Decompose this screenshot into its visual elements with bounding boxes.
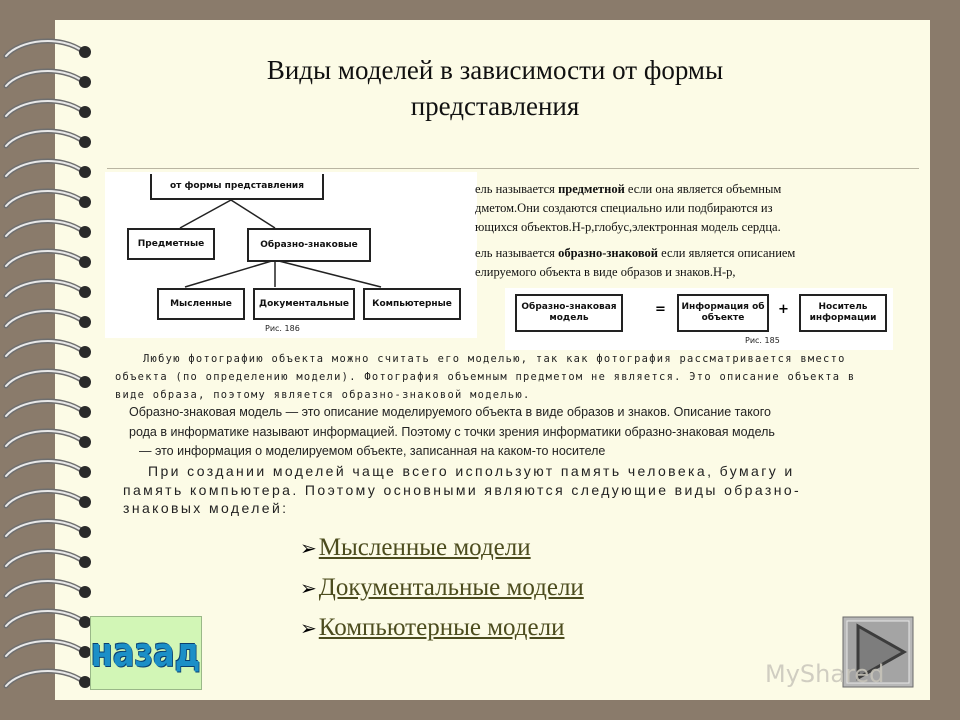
link-computer-models[interactable]: Компьютерные модели <box>318 614 565 641</box>
spiral-ring <box>3 218 91 239</box>
spiral-ring <box>3 368 91 389</box>
spiral-ring <box>3 488 91 509</box>
equation-equals: = <box>655 302 666 317</box>
diagram-box-subject: Предметные <box>127 228 215 260</box>
spiral-ring <box>3 98 91 119</box>
title-divider <box>107 168 919 169</box>
play-arrow-icon <box>856 623 908 681</box>
slide-page: Виды моделей в зависимости от формы пред… <box>3 20 930 700</box>
model-links-list: ➢ Мысленные модели ➢ Документальные моде… <box>300 528 584 648</box>
diagram-box-documentary: Документальные <box>253 288 355 320</box>
definition-text: ель называется предметной если она являе… <box>475 180 910 282</box>
link-documentary-models[interactable]: Документальные модели <box>318 574 584 601</box>
spiral-ring <box>3 608 91 629</box>
spiral-ring <box>3 278 91 299</box>
definition-subject-line-3: ющихся объектов.Н-р,глобус,электронная м… <box>475 220 781 234</box>
definition-symbolic-line-1: ель называется образно-знаковой если явл… <box>475 246 796 260</box>
equation-plus: + <box>778 302 789 317</box>
next-arrow-button[interactable] <box>842 616 914 688</box>
watermark-text: MyShared <box>765 660 885 688</box>
back-button-label: назад <box>91 630 201 676</box>
list-item-mental: ➢ Мысленные модели <box>300 528 584 568</box>
arrow-bullet-icon: ➢ <box>300 577 317 600</box>
spiral-ring <box>3 518 91 539</box>
scan-line-9: знаковых моделей: <box>123 500 289 516</box>
list-item-documentary: ➢ Документальные модели <box>300 568 584 608</box>
scan-line-8: память компьютера. Поэтому основными явл… <box>123 482 802 498</box>
spiral-ring <box>3 428 91 449</box>
diagram-box-symbolic: Образно-знаковые <box>247 228 371 262</box>
spiral-ring <box>3 548 91 569</box>
scan-line-3: виде образа, поэтому является образно-зн… <box>115 389 531 401</box>
link-mental-models[interactable]: Мысленные модели <box>318 534 531 561</box>
definition-symbolic-line-2: елируемого объекта в виде образов и знак… <box>475 265 736 279</box>
arrow-bullet-icon: ➢ <box>300 617 317 640</box>
model-equation-diagram: Образно-знаковая модель = Информация об … <box>505 288 893 350</box>
scan-line-6: — это информация о моделируемом объекте,… <box>139 444 606 458</box>
slide-title: Виды моделей в зависимости от формы пред… <box>266 55 724 121</box>
spiral-ring <box>3 158 91 179</box>
classification-diagram: от формы представления Предметные Образн… <box>105 172 477 338</box>
spiral-ring <box>3 398 91 419</box>
equation-box-carrier: Носитель информации <box>799 294 887 332</box>
spiral-ring <box>3 458 91 479</box>
spiral-ring <box>3 668 91 689</box>
spiral-ring <box>3 128 91 149</box>
spiral-binding <box>3 38 91 689</box>
scan-line-2: объекта (по определению модели). Фотогра… <box>115 371 856 383</box>
spiral-ring <box>3 248 91 269</box>
spiral-ring <box>3 638 91 659</box>
scan-line-1: Любую фотографию объекта можно считать е… <box>143 353 846 365</box>
spiral-ring <box>3 578 91 599</box>
spiral-ring <box>3 38 91 59</box>
diagram-root-box: от формы представления <box>150 174 324 200</box>
spiral-ring <box>3 68 91 89</box>
spiral-ring <box>3 308 91 329</box>
scan-line-5: рода в информатике называют информацией.… <box>129 425 775 439</box>
diagram-box-mental: Мысленные <box>157 288 245 320</box>
scan-line-7: При создании моделей чаще всего использу… <box>148 463 795 479</box>
spiral-ring <box>3 188 91 209</box>
equation-figure-caption: Рис. 185 <box>745 336 780 345</box>
list-item-computer: ➢ Компьютерные модели <box>300 608 584 648</box>
equation-box-information: Информация об объекте <box>677 294 769 332</box>
spiral-ring <box>3 338 91 359</box>
diagram-connectors <box>179 199 382 288</box>
diagram-figure-caption: Рис. 186 <box>265 324 300 333</box>
definition-subject-line-1: ель называется предметной если она являе… <box>475 182 782 196</box>
diagram-box-computer: Компьютерные <box>363 288 461 320</box>
arrow-bullet-icon: ➢ <box>300 537 317 560</box>
definition-subject-line-2: дметом.Они создаются специально или подб… <box>475 201 773 215</box>
back-button[interactable]: назад <box>90 616 202 690</box>
scan-line-4: Образно-знаковая модель — это описание м… <box>129 405 771 419</box>
equation-box-model: Образно-знаковая модель <box>515 294 623 332</box>
